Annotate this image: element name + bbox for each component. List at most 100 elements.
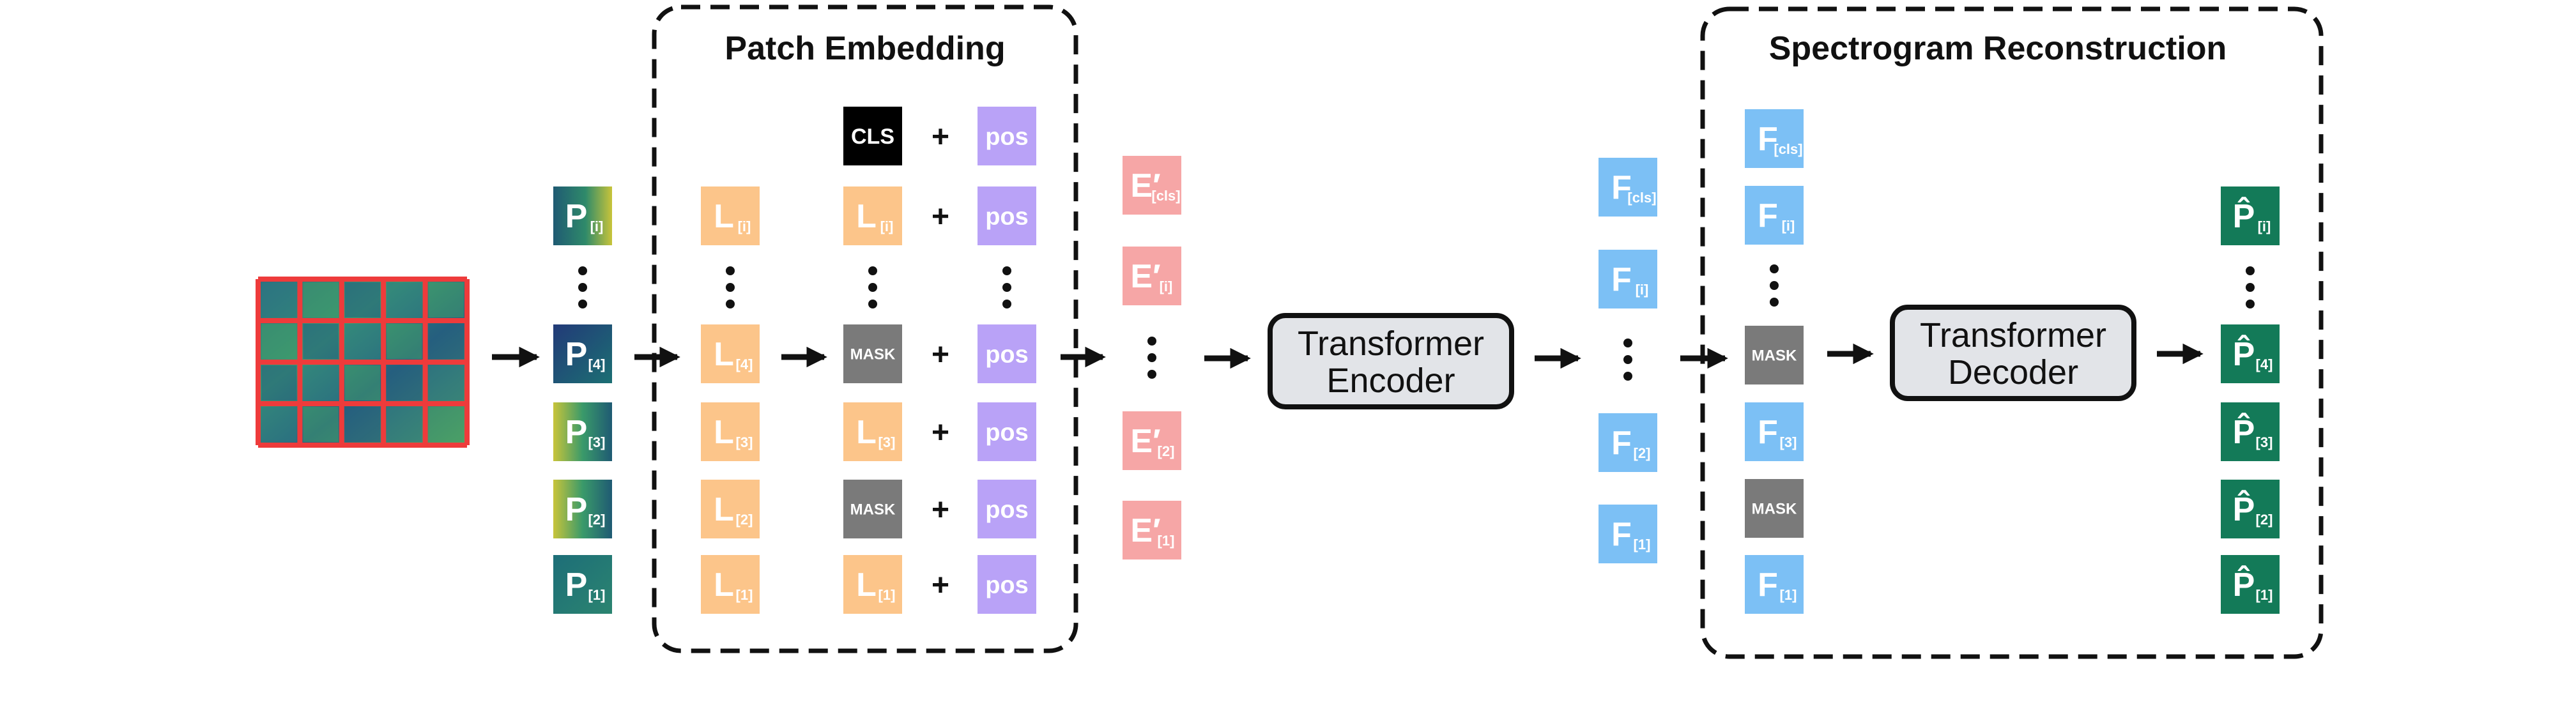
encoder-output-token-box [1598,158,1657,217]
transformer-encoder-label-1: Transformer [1298,324,1484,363]
masked-linear-token: L[3] [843,402,902,461]
patch-embedding-box [652,4,1078,653]
input-patch-subscript: [3] [588,434,606,450]
input-patch-ellipsis-dot [578,266,587,275]
pos-token-box [977,186,1036,245]
spectrogram-patch [303,282,339,317]
transformer-encoder-box [1268,313,1514,409]
linear-token-ellipsis-dot [726,300,735,308]
pos-token-box [977,555,1036,614]
spectrogram-patch [303,365,339,400]
input-patch-ellipsis [578,266,587,308]
decoder-input-token-subscript: [i] [1782,218,1795,234]
embedding-token-letter: E′ [1130,167,1160,204]
decoder-input-ellipsis-dot [1770,281,1779,290]
pos-token-label: pos [985,124,1029,151]
mask-token-box [843,480,902,538]
pos-token-box [977,107,1036,165]
spectrogram-image [256,277,470,448]
encoder-output-ellipsis-dot [1623,339,1632,347]
masked-linear-token-letter: L [856,198,877,235]
input-patch: P[4] [553,324,612,383]
reconstructed-patch-subscript: [3] [2256,434,2273,450]
linear-token-box [701,186,760,245]
mask-token: MASK [843,324,902,383]
plus-sign: + [931,493,949,527]
reconstructed-patch: P̂[4] [2221,324,2280,383]
decoder-input-token-subscript: [1] [1780,587,1797,603]
input-patch-ellipsis-dot [578,283,587,292]
plus-sign: + [931,338,949,372]
masked-linear-token-box [843,555,902,614]
embedding-token-box [1123,411,1181,470]
input-patch-letter: P [565,567,588,604]
plus-sign: + [931,416,949,450]
decoder-input-token: F[i] [1745,186,1804,245]
encoder-output-ellipsis-dot [1623,355,1632,364]
pos-token: pos [977,107,1036,165]
plus-sign: + [931,120,949,154]
linear-token-letter: L [714,198,734,235]
embedding-token-box [1123,156,1181,215]
linear-token: L[2] [701,480,760,538]
reconstructed-patch-box [2221,555,2280,614]
decoder-input-token-box [1745,402,1804,461]
spectrogram-patch [261,324,297,359]
linear-token-subscript: [4] [736,356,753,372]
linear-token: L[1] [701,555,760,614]
pos-token: pos [977,555,1036,614]
encoder-output-token: F[2] [1598,413,1657,472]
input-patch-subscript: [2] [588,512,606,528]
encoder-output-token-box [1598,413,1657,472]
reconstructed-patch-subscript: [i] [2258,218,2271,234]
masked-linear-token: L[i] [843,186,902,245]
encoder-output-token-subscript: [cls] [1627,190,1656,206]
embedding-token: E′[1] [1123,501,1181,559]
decoder-mask-token-label: MASK [1752,501,1797,518]
decoder-mask-token-box [1745,479,1804,538]
reconstructed-patch-subscript: [2] [2256,512,2273,528]
reconstructed-patch-letter: P̂ [2233,565,2255,604]
input-patch-subscript: [4] [588,356,606,372]
decoder-input-ellipsis-dot [1770,264,1779,273]
encoder-output-token: F[cls] [1598,158,1657,217]
linear-token-subscript: [1] [736,587,753,603]
decoder-input-token: F[1] [1745,555,1804,614]
masked-token-ellipsis-dot [868,283,877,292]
spectrogram-patch [303,324,339,359]
pos-token: pos [977,186,1036,245]
spectrogram-patch [428,407,464,442]
decoder-input-ellipsis [1770,264,1779,307]
pos-token-label: pos [985,342,1029,369]
input-patch: P[1] [553,555,612,614]
linear-token-letter: L [714,567,734,604]
masked-token-ellipsis-dot [868,300,877,308]
pos-token-box [977,324,1036,383]
embedding-ellipsis-dot [1147,337,1156,346]
cls-token-label: CLS [851,125,894,149]
pos-token: pos [977,324,1036,383]
embedding-token-subscript: [i] [1160,278,1173,294]
spectrogram-patch [344,324,381,359]
input-patch-box [553,186,612,245]
linear-token-subscript: [2] [736,512,753,528]
linear-token-box [701,324,760,383]
encoder-output-token-box [1598,505,1657,563]
mask-token-label: MASK [850,346,896,363]
encoder-output-token-subscript: [i] [1636,282,1649,298]
decoder-mask-token: MASK [1745,326,1804,384]
transformer-decoder-label-2: Decoder [1948,353,2078,392]
reconstructed-patch-box [2221,324,2280,383]
masked-linear-token: L[1] [843,555,902,614]
reconstructed-patch: P̂[3] [2221,402,2280,461]
pos-token-box [977,480,1036,538]
linear-token-subscript: [i] [738,218,751,234]
input-patch-subscript: [i] [590,218,604,234]
linear-token-ellipsis-dot [726,266,735,275]
encoder-output-token: F[1] [1598,505,1657,563]
spectrogram-patch [387,324,422,359]
pos-token-label: pos [985,204,1029,231]
pos-token-label: pos [985,420,1029,446]
